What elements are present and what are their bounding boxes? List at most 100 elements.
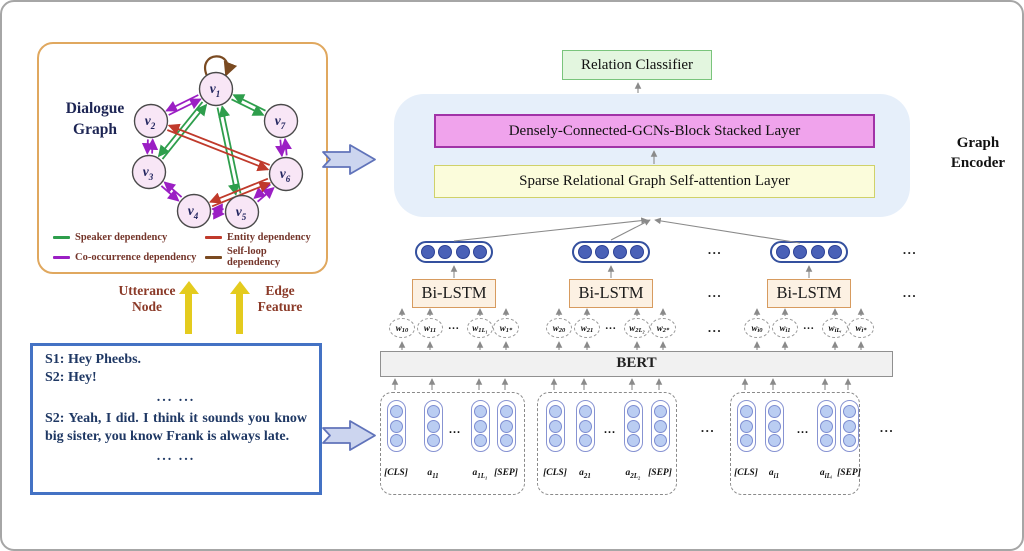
graph-node-v7 <box>263 103 299 139</box>
ellipsis: ... <box>449 422 461 436</box>
graph-edge-entity <box>167 123 271 166</box>
embedding-dot <box>548 419 562 433</box>
graph-edge-cooccurrence <box>146 138 159 154</box>
relation-classifier-box: Relation Classifier <box>562 50 712 80</box>
token-embedding-capsule <box>423 400 443 452</box>
embedding-dot <box>819 419 833 433</box>
embedding-dot <box>426 434 440 447</box>
embedding-dot <box>626 405 640 418</box>
graph-node-v4 <box>176 193 212 229</box>
token-label: [CLS] <box>543 468 567 478</box>
token-label: a2L₂ <box>625 468 641 480</box>
sentence-embedding-capsule-2 <box>572 241 650 263</box>
legend-label: Speaker dependency <box>75 232 168 243</box>
selfloop-dash-icon <box>205 255 222 259</box>
embedding-dot <box>389 434 403 447</box>
graph-edge-cooccurrence <box>160 185 180 202</box>
dialogue-ellipsis: ... ... <box>156 448 196 464</box>
token-label: aiLᵢ <box>819 468 833 480</box>
token-label: [CLS] <box>384 468 408 478</box>
embedding-dot <box>499 419 513 433</box>
graph-node-label: v3 <box>143 164 154 182</box>
embedding-dot <box>653 419 667 433</box>
graph-node-label: v4 <box>188 203 199 221</box>
token-embedding-capsule <box>496 400 516 452</box>
embedding-dot <box>578 405 592 418</box>
ellipsis: ... <box>448 320 460 332</box>
embedding-dot <box>767 405 781 418</box>
graph-edge-speaker <box>232 94 266 112</box>
legend-item-speaker: Speaker dependency <box>53 232 205 243</box>
legend-item-entity: Entity dependency <box>205 232 313 243</box>
token-embedding-capsule <box>764 400 784 452</box>
legend-item-selfloop: Self-loop dependency <box>205 246 313 268</box>
embedding-dot <box>739 434 753 447</box>
embedding-dot <box>472 245 487 259</box>
ellipsis: ... <box>707 285 723 300</box>
graph-encoder-container <box>394 94 910 217</box>
token-embedding-capsule <box>470 400 490 452</box>
dialogue-graph-title: Dialogue Graph <box>65 100 125 138</box>
graph-node-v6 <box>268 156 304 192</box>
ellipsis: ... <box>707 320 723 335</box>
embedding-dot <box>389 419 403 433</box>
token-label: [SEP] <box>494 468 518 478</box>
graph-node-label: v7 <box>275 113 286 131</box>
graph-edge-cooccurrence <box>275 139 287 158</box>
cooccurrence-dash-icon <box>53 255 70 259</box>
graph-edge-cooccurrence <box>163 181 183 198</box>
sentence-embedding-capsule-1 <box>415 241 493 263</box>
graph-node-label: v2 <box>145 113 156 131</box>
graph-edge-speaker <box>216 107 240 196</box>
graph-edge-cooccurrence <box>168 98 202 116</box>
token-label: a1L₁ <box>472 468 488 480</box>
embedding-dot <box>389 405 403 418</box>
edge-arrow-icon <box>236 293 243 334</box>
embedding-dot <box>548 405 562 418</box>
input-to-bert-arrows <box>391 378 852 390</box>
embedding-dot <box>499 405 513 418</box>
graph-node-label: v6 <box>280 166 291 184</box>
sentence-embedding-capsule-3 <box>770 241 848 263</box>
graph-node-v5 <box>224 194 260 230</box>
token-embedding-capsule <box>736 400 756 452</box>
ellipsis: ... <box>700 420 716 435</box>
token-embedding-capsule <box>386 400 406 452</box>
graph-node-v2 <box>133 103 169 139</box>
embedding-dot <box>421 245 435 259</box>
ellipsis: ... <box>902 242 918 257</box>
embedding-dot <box>842 419 856 433</box>
ellipsis: ... <box>797 422 809 436</box>
gcn-block-layer-box: Densely-Connected-GCNs-Block Stacked Lay… <box>434 114 875 148</box>
token-label: a21 <box>579 468 591 480</box>
graph-edge-cooccurrence <box>141 139 154 155</box>
dialogue-line: S2: Yeah, I did. I think it sounds you k… <box>45 410 307 444</box>
dialogue-ellipsis: ... ... <box>156 390 196 406</box>
token-embedding-capsule <box>623 400 643 452</box>
graph-edge-cooccurrence <box>257 186 275 203</box>
input-group-2: [CLS] a21 ... a2L₂ [SEP] <box>537 392 677 495</box>
dialogue-line: S1: Hey Pheebs. <box>45 352 142 367</box>
bilstm-box-2: Bi-LSTM <box>569 279 653 308</box>
utterance-arrow-icon <box>179 281 199 294</box>
ellipsis: ... <box>879 420 895 435</box>
embedding-dot <box>548 434 562 447</box>
graph-self-loop <box>204 55 238 77</box>
embedding-dot <box>499 434 513 447</box>
embedding-dot <box>629 245 644 259</box>
bert-bar: BERT <box>380 351 893 377</box>
graph-edge-entity <box>166 129 270 172</box>
utterance-arrow-icon <box>185 293 192 334</box>
